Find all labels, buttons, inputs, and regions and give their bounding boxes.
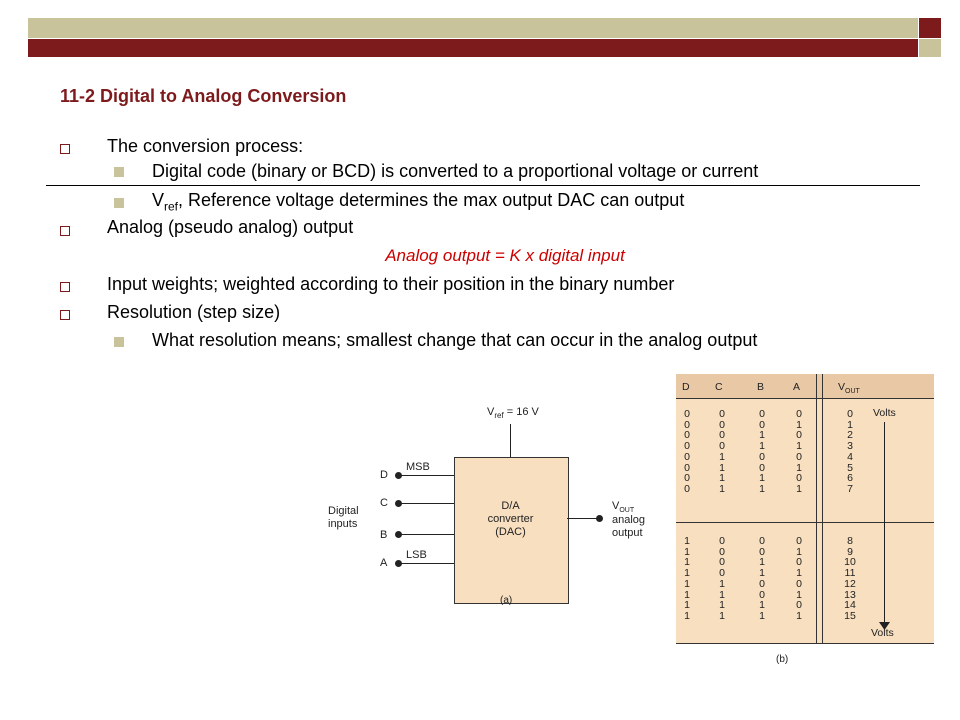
bullet-vref: Vref, Reference voltage determines the m… xyxy=(152,190,685,214)
col-b-group2: 0 0 1 1 0 0 1 1 xyxy=(759,535,765,622)
input-b-line xyxy=(400,534,454,535)
bullet-analog-output: Analog (pseudo analog) output xyxy=(107,217,354,237)
col-c-group2: 0 0 0 0 1 1 1 1 xyxy=(719,535,725,622)
group-separator xyxy=(676,522,934,523)
vout-label: VOUT xyxy=(612,500,635,515)
header-a: A xyxy=(793,381,801,393)
col-vout-group2: 8 9 10 11 12 13 14 15 xyxy=(844,535,856,622)
column-separator-left xyxy=(816,374,817,644)
header-b: B xyxy=(757,381,765,393)
input-c-label: C xyxy=(380,497,388,509)
lsb-label: LSB xyxy=(406,549,427,561)
square-bullet-icon xyxy=(60,144,70,154)
input-d-line xyxy=(400,475,454,476)
col-a-group1: 0 1 0 1 0 1 0 1 xyxy=(796,408,802,495)
msb-label: MSB xyxy=(406,461,430,473)
digital-inputs-label: Digital inputs xyxy=(328,505,359,530)
col-d-group1: 0 0 0 0 0 0 0 0 xyxy=(684,408,690,495)
top-bar-light xyxy=(28,18,918,38)
input-c-line xyxy=(400,503,454,504)
column-separator-right xyxy=(822,374,823,644)
input-c-dot xyxy=(395,500,402,507)
truth-table-header xyxy=(676,374,934,398)
analog-label: analog xyxy=(612,514,646,526)
input-a-dot xyxy=(395,560,402,567)
vref-label: Vref = 16 V xyxy=(487,406,539,421)
caption-a: (a) xyxy=(500,595,513,606)
output-label: output xyxy=(612,527,643,539)
bullet-resolution: Resolution (step size) xyxy=(107,302,281,322)
slide-title: 11-2 Digital to Analog Conversion xyxy=(60,86,347,106)
dac-box xyxy=(454,457,569,604)
bullet-conversion-process: The conversion process: xyxy=(107,136,304,156)
filled-square-bullet-icon xyxy=(114,167,124,177)
col-b-group1: 0 0 1 1 0 0 1 1 xyxy=(759,408,765,495)
header-d: D xyxy=(682,381,690,393)
caption-b: (b) xyxy=(776,654,789,665)
input-a-line xyxy=(400,563,454,564)
input-d-label: D xyxy=(380,469,388,481)
col-c-group1: 0 0 0 0 1 1 1 1 xyxy=(719,408,725,495)
volts-bottom-label: Volts xyxy=(871,627,894,639)
volts-arrow-line xyxy=(884,422,885,627)
top-bar-dark xyxy=(28,39,918,57)
filled-square-bullet-icon xyxy=(114,337,124,347)
volts-top-label: Volts xyxy=(873,407,896,419)
horizontal-rule xyxy=(46,185,920,186)
input-d-dot xyxy=(395,472,402,479)
header-vout: VOUT xyxy=(838,381,860,396)
vref-line xyxy=(510,424,511,457)
header-separator xyxy=(676,398,934,399)
col-a-group2: 0 1 0 1 0 1 0 1 xyxy=(796,535,802,622)
output-dot xyxy=(596,515,603,522)
corner-square-dark xyxy=(919,18,941,38)
input-b-dot xyxy=(395,531,402,538)
square-bullet-icon xyxy=(60,226,70,236)
bullet-input-weights: Input weights; weighted according to the… xyxy=(107,274,675,294)
bullet-resolution-means: What resolution means; smallest change t… xyxy=(152,330,758,350)
corner-square-light xyxy=(919,39,941,57)
input-b-label: B xyxy=(380,529,388,541)
formula: Analog output = K x digital input xyxy=(385,246,625,265)
header-c: C xyxy=(715,381,723,393)
output-line xyxy=(567,518,597,519)
bullet-digital-code: Digital code (binary or BCD) is converte… xyxy=(152,161,759,181)
filled-square-bullet-icon xyxy=(114,198,124,208)
square-bullet-icon xyxy=(60,282,70,292)
square-bullet-icon xyxy=(60,310,70,320)
input-a-label: A xyxy=(380,557,388,569)
volts-arrow-icon xyxy=(879,622,890,630)
truth-table xyxy=(676,374,934,644)
dac-box-label: D/A converter (DAC) xyxy=(487,500,534,538)
col-vout-group1: 0 1 2 3 4 5 6 7 xyxy=(847,408,853,495)
table-bottom-border xyxy=(676,643,934,644)
col-d-group2: 1 1 1 1 1 1 1 1 xyxy=(684,535,690,622)
